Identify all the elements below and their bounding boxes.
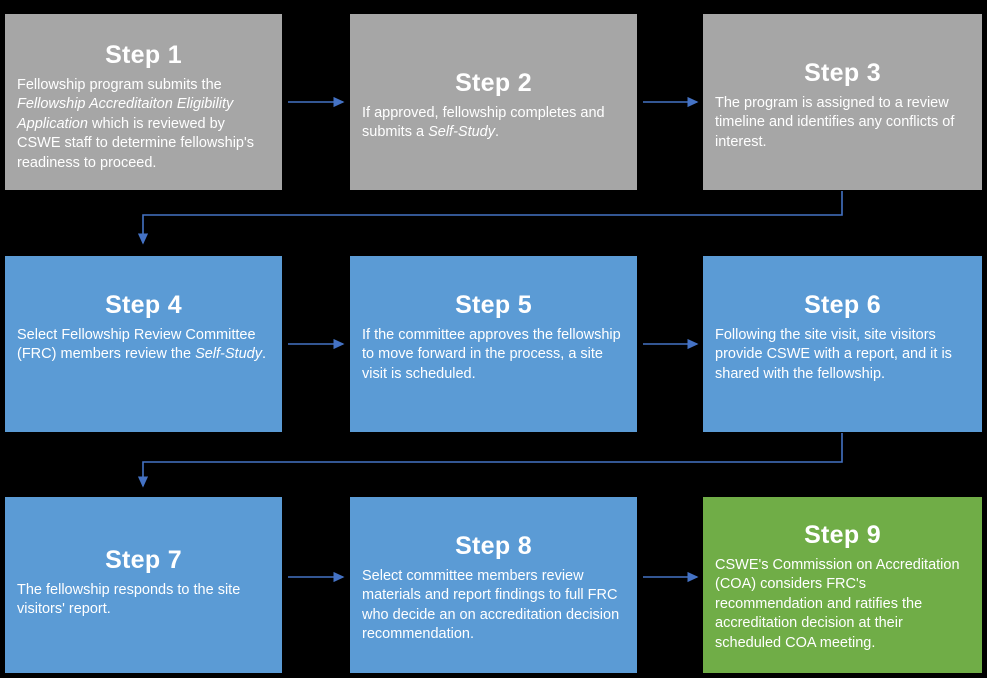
step-body-2: If approved, fellowship completes and su…	[362, 104, 605, 141]
step-title-5: Step 5	[455, 291, 532, 319]
step-body-3: The program is assigned to a review time…	[715, 94, 955, 150]
step-title-8: Step 8	[455, 532, 532, 560]
step-title-1: Step 1	[105, 41, 182, 69]
step-box-2[interactable]: Step 2 If approved, fellowship completes…	[350, 14, 637, 190]
step-box-7[interactable]: Step 7 The fellowship responds to the si…	[5, 497, 282, 673]
step-body-6: Following the site visit, site visitors …	[715, 326, 952, 382]
step-body-9: CSWE's Commission on Accreditation (COA)…	[715, 556, 960, 651]
step-body-4: Select Fellowship Review Committee (FRC)…	[17, 326, 266, 363]
step-box-3[interactable]: Step 3 The program is assigned to a revi…	[703, 14, 982, 190]
arrow-step3-to-step4	[137, 191, 843, 245]
step-title-3: Step 3	[804, 59, 881, 87]
step-box-9[interactable]: Step 9 CSWE's Commission on Accreditatio…	[703, 497, 982, 673]
step-body-7: The fellowship responds to the site visi…	[17, 581, 241, 618]
step-body-8: Select committee members review material…	[362, 567, 620, 643]
step-title-4: Step 4	[105, 291, 182, 319]
step-title-7: Step 7	[105, 546, 182, 574]
step-box-1[interactable]: Step 1 Fellowship program submits the Fe…	[5, 14, 282, 190]
step-box-4[interactable]: Step 4 Select Fellowship Review Committe…	[5, 256, 282, 432]
step-body-1: Fellowship program submits the Fellowshi…	[17, 76, 255, 171]
arrow-step6-to-step7	[137, 433, 843, 488]
step-title-2: Step 2	[455, 69, 532, 97]
step-box-8[interactable]: Step 8 Select committee members review m…	[350, 497, 637, 673]
step-body-5: If the committee approves the fellowship…	[362, 326, 621, 382]
step-box-6[interactable]: Step 6 Following the site visit, site vi…	[703, 256, 982, 432]
step-title-9: Step 9	[804, 521, 881, 549]
step-title-6: Step 6	[804, 291, 881, 319]
step-box-5[interactable]: Step 5 If the committee approves the fel…	[350, 256, 637, 432]
